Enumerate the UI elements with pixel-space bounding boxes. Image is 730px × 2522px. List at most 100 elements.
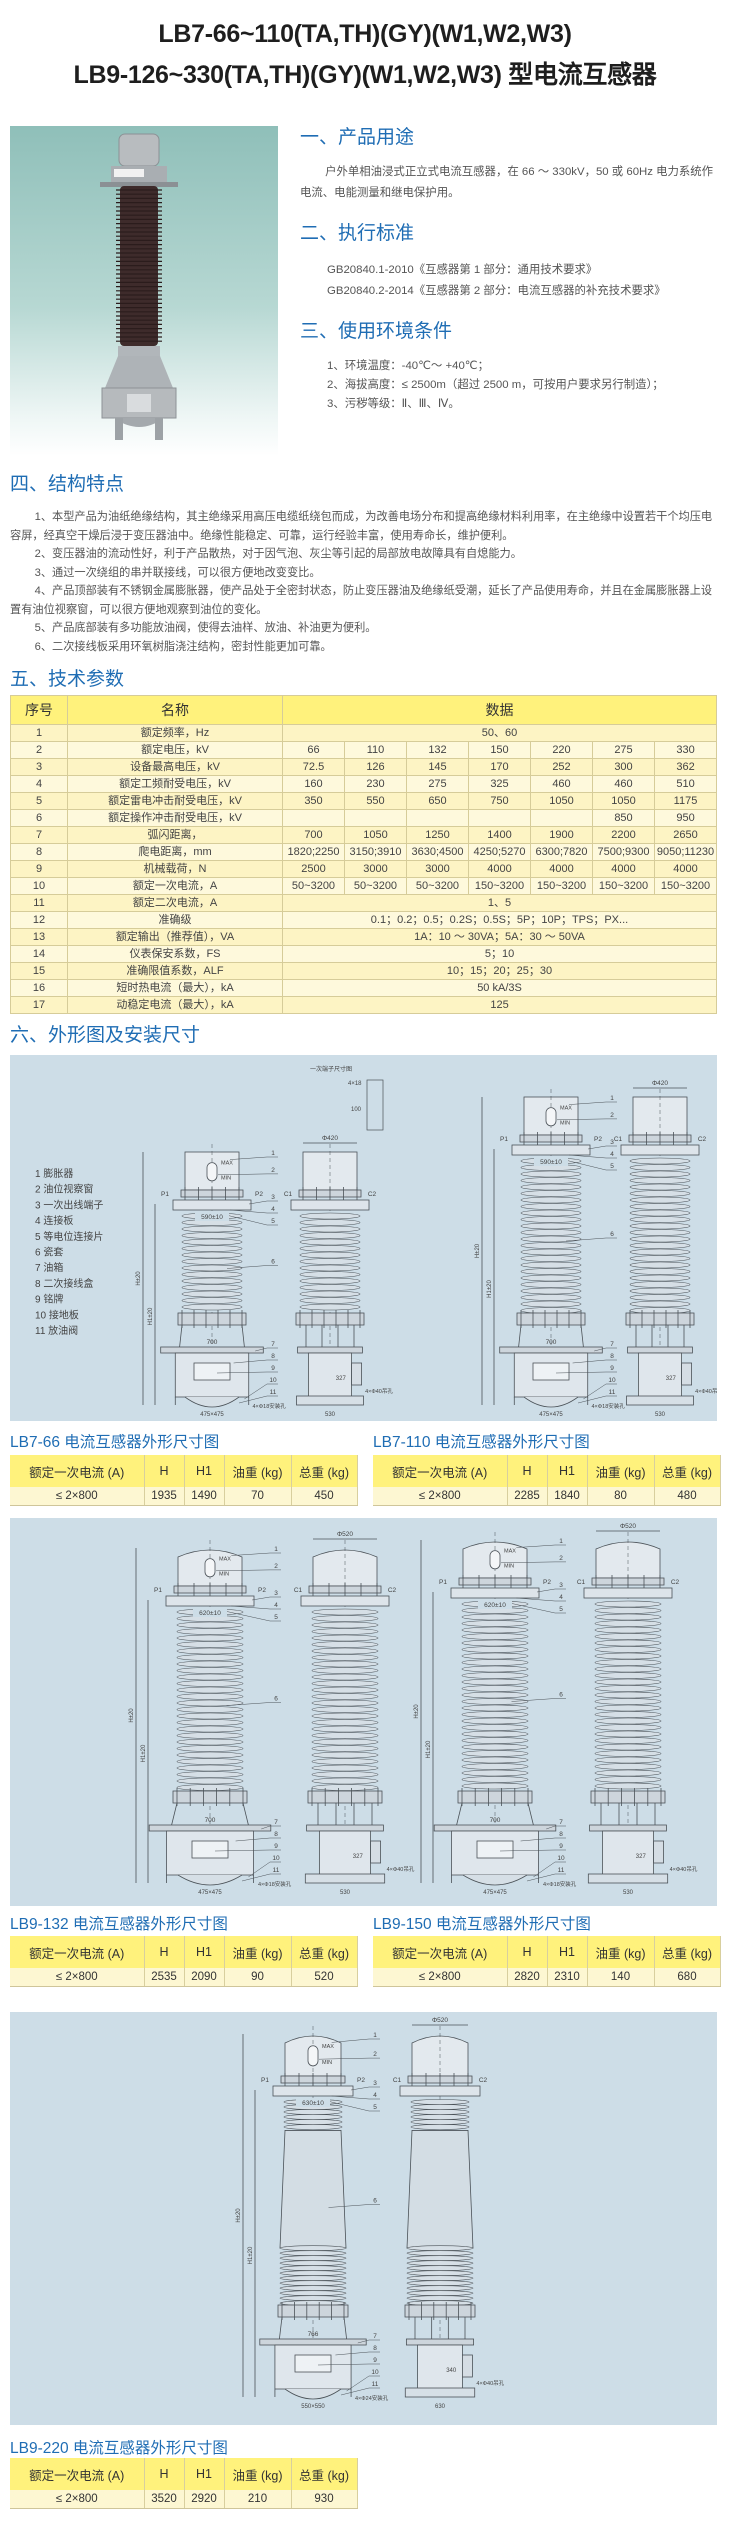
callout-number: 3	[373, 2080, 377, 2087]
height-dim-h1: H1±20	[248, 2246, 254, 2264]
flange-width-dim: 700	[490, 1817, 501, 1824]
insulator-shed	[176, 1725, 244, 1733]
callout-leader	[248, 1861, 271, 1878]
tank-base	[184, 1396, 240, 1408]
callout-leader	[318, 2057, 370, 2060]
primary-terminal	[300, 1595, 390, 1607]
callout-number: 5	[274, 1614, 278, 1621]
callout-number: 2	[274, 1563, 278, 1570]
callout-number: 4	[610, 1151, 614, 1158]
parameter-value: 252	[530, 758, 593, 776]
terminal-spacing-dim: 620±10	[484, 1602, 506, 1609]
tank-feet	[174, 1397, 250, 1405]
column-header: H	[507, 1936, 548, 1968]
insulator-shed	[461, 1691, 529, 1699]
insulator-shed	[594, 1737, 662, 1744]
tank-feet	[451, 1875, 539, 1883]
lower-flange	[172, 1790, 248, 1804]
parameter-value: 350	[282, 792, 345, 810]
parameter-value: 750	[468, 792, 531, 810]
insulator-shed	[461, 1626, 529, 1634]
insulator-shed	[176, 1745, 244, 1752]
legend-item: 7 油箱	[35, 1261, 63, 1274]
lower-flange	[177, 1312, 247, 1326]
primary-terminal	[172, 1199, 252, 1211]
terminal-p1-label: P1	[261, 2077, 269, 2084]
callout-leader	[229, 1209, 268, 1214]
tank-flange	[499, 1346, 603, 1354]
oil-max-mark: MAX	[322, 2044, 334, 2050]
parameter-value: 275	[406, 775, 469, 793]
height-dim-h1: H1±20	[426, 1740, 432, 1758]
cap-diameter-dim: Φ520	[620, 1523, 636, 1530]
height-dim-h1: H1±20	[141, 1744, 147, 1762]
insulator-rib	[279, 2260, 347, 2266]
insulator-shed	[629, 1209, 691, 1217]
insulator-shed	[461, 1769, 529, 1777]
oil-max-mark: MAX	[504, 1549, 516, 1555]
insulator-shed	[299, 1225, 361, 1233]
insulator-shed	[594, 1691, 662, 1699]
flange-width-dim: 700	[546, 1339, 557, 1346]
insulator-rib	[410, 2124, 470, 2130]
insulator-shed	[176, 1764, 244, 1772]
caption-lb7-110: LB7-110 电流互感器外形尺寸图	[373, 1434, 590, 1451]
parameter-name: 额定一次电流，A	[67, 877, 283, 895]
feature-item: 5、产品底部装有多功能放油阀，使得去油样、放油、补油更为便利。	[34, 622, 377, 634]
insulator-shed	[594, 1724, 662, 1731]
insulator-shed	[311, 1764, 379, 1772]
insulator-shed	[520, 1242, 582, 1249]
insulator-shed	[181, 1271, 243, 1278]
mounting-holes-dim: 4×Φ18安装孔	[543, 1880, 577, 1888]
insulator-shed	[594, 1600, 662, 1608]
terminal-spacing-dim: 630±10	[302, 2100, 324, 2107]
parameter-value: 150~3200	[653, 877, 718, 895]
lifting-holes-dim: 4×Φ40吊孔	[365, 1387, 393, 1395]
insulator-shed	[461, 1665, 529, 1673]
flange-width-dim: 766	[308, 2331, 319, 2338]
oil-min-mark: MIN	[322, 2060, 332, 2066]
dimension-cell: 70	[224, 1487, 292, 1506]
tank-neck	[279, 2316, 347, 2340]
parameter-name: 额定雷电冲击耐受电压，kV	[67, 792, 283, 810]
insulator-shed	[520, 1307, 582, 1314]
insulator-shed	[311, 1693, 379, 1700]
callout-number: 8	[373, 2345, 377, 2352]
insulator-rib	[406, 2265, 474, 2271]
parameter-value: 145	[406, 758, 469, 776]
insulator-shed	[311, 1771, 379, 1778]
primary-terminal	[620, 1144, 700, 1156]
dimension-cell: 2920	[184, 2490, 225, 2509]
section-heading-features: 四、结构特点	[10, 474, 125, 495]
callout-leader	[526, 1873, 556, 1882]
lower-flange	[625, 1312, 695, 1326]
parameter-value: 650	[406, 792, 469, 810]
tank-flange	[589, 1824, 667, 1832]
base-plate	[296, 1395, 364, 1406]
insulator-rib	[283, 2124, 343, 2130]
cap-diameter-dim: Φ420	[322, 1135, 338, 1142]
insulator-shed	[594, 1646, 662, 1653]
row-number: 8	[10, 843, 68, 861]
insulator-shed	[629, 1261, 691, 1269]
section-heading-usage: 一、产品用途	[300, 127, 415, 148]
terminal-c2-label: C2	[671, 1579, 680, 1586]
insulator-rib	[279, 2290, 347, 2296]
oil-max-mark: MAX	[219, 1557, 231, 1563]
insulator-shed	[176, 1732, 244, 1739]
terminal-spacing-dim: 620±10	[199, 1610, 221, 1617]
current-transformer-photo-icon	[100, 133, 178, 440]
parameter-value: 460	[530, 775, 593, 793]
insulator-shed	[520, 1274, 582, 1282]
offset-dim: 327	[353, 1854, 364, 1860]
tapered-insulator	[279, 2130, 347, 2249]
parameter-name: 机械载荷，N	[67, 860, 283, 878]
